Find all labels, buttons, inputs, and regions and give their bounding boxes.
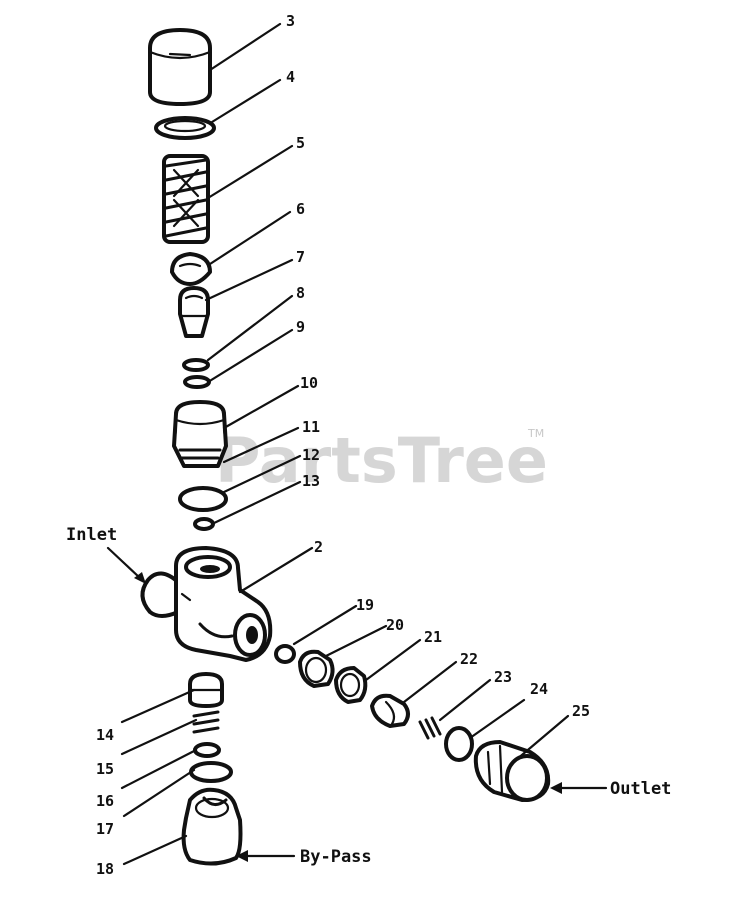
- part-number: 19: [356, 596, 374, 614]
- part-15-spring: [192, 710, 220, 734]
- part-9-oring: [183, 375, 211, 389]
- leader-lines: [120, 22, 570, 866]
- part-number: 4: [286, 68, 295, 86]
- watermark: PartsTree: [215, 424, 548, 497]
- part-number: 6: [296, 200, 305, 218]
- part-number: 11: [302, 418, 320, 436]
- part-number: 5: [296, 134, 305, 152]
- part-17-washer: [189, 761, 233, 783]
- part-14-plug: [188, 672, 224, 708]
- outlet-label: Outlet: [610, 779, 671, 799]
- part-number: 15: [96, 760, 114, 778]
- inlet-label: Inlet: [66, 525, 117, 545]
- part-number: 8: [296, 284, 305, 302]
- part-number: 24: [530, 680, 548, 698]
- part-number: 17: [96, 820, 114, 838]
- part-3-cap: [148, 28, 212, 106]
- part-8-oring: [182, 358, 210, 372]
- part-16-oring: [193, 742, 221, 758]
- part-number: 3: [286, 12, 295, 30]
- part-5-spring: [162, 154, 210, 244]
- watermark-trademark: TM: [527, 427, 544, 440]
- part-number: 20: [386, 616, 404, 634]
- part-21-bushing: [334, 666, 368, 704]
- part-19-oring: [274, 644, 296, 664]
- part-25-outlet-fitting: [473, 740, 551, 802]
- part-22-check: [370, 693, 410, 728]
- part-number: 16: [96, 792, 114, 810]
- bypass-callout: By-Pass: [236, 847, 372, 867]
- part-numbers: 3 4 5 6 7 8 9 10 11 12 13 2 19 20 21 22 …: [96, 12, 590, 878]
- bypass-label: By-Pass: [300, 847, 372, 867]
- outlet-callout: Outlet: [550, 779, 671, 799]
- part-10-seat: [172, 400, 228, 468]
- part-7-piston: [178, 286, 210, 338]
- part-20-bushing: [298, 649, 335, 688]
- part-6-retainer: [170, 252, 212, 286]
- part-number: 7: [296, 248, 305, 266]
- inlet-callout: Inlet: [66, 525, 146, 584]
- part-number: 22: [460, 650, 478, 668]
- part-number: 10: [300, 374, 318, 392]
- part-13-oring: [193, 517, 215, 531]
- part-number: 12: [302, 446, 320, 464]
- part-number: 23: [494, 668, 512, 686]
- part-number: 14: [96, 726, 114, 744]
- part-number: 21: [424, 628, 442, 646]
- part-24-washer: [444, 726, 474, 762]
- part-number: 25: [572, 702, 590, 720]
- part-number: 13: [302, 472, 320, 490]
- part-2-valve-body: [140, 546, 273, 662]
- part-number: 2: [314, 538, 323, 556]
- part-number: 9: [296, 318, 305, 336]
- part-18-bypass-cap: [181, 787, 243, 866]
- part-4-ring: [154, 116, 216, 140]
- part-12-washer: [178, 486, 228, 512]
- part-number: 18: [96, 860, 114, 878]
- part-23-spring: [418, 716, 442, 740]
